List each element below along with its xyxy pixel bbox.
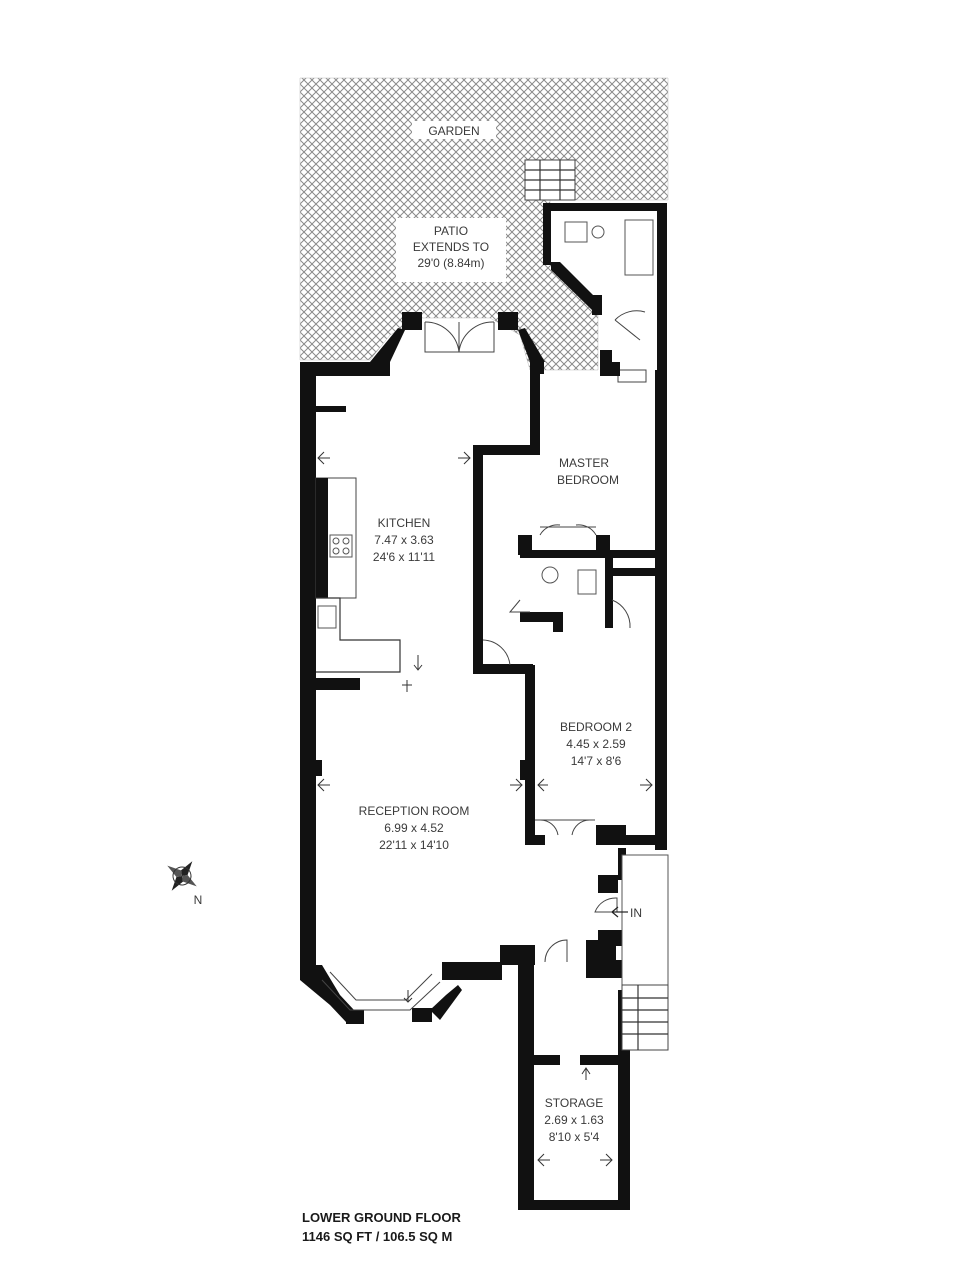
bedroom2-name: BEDROOM 2 [560, 720, 632, 734]
patio-label-line2: EXTENDS TO [413, 240, 489, 254]
dimension-ticks [317, 451, 653, 1167]
kitchen-name: KITCHEN [378, 516, 431, 530]
wardrobe-doors [539, 524, 597, 536]
kitchen-units [315, 406, 401, 673]
room-label-storage: STORAGE 2.69 x 1.63 8'10 x 5'4 [544, 1096, 604, 1144]
patio-label-line3: 29'0 (8.84m) [418, 256, 485, 270]
bedroom2-imperial: 14'7 x 8'6 [571, 754, 622, 768]
bay-window-inner [329, 971, 433, 1001]
reception-metric: 6.99 x 4.52 [384, 821, 444, 835]
floor-area: 1146 SQ FT / 106.5 SQ M [302, 1229, 452, 1244]
rear-bathroom-walls [543, 203, 667, 383]
bedroom2-wardrobe [535, 819, 595, 836]
garden-label: GARDEN [428, 124, 479, 138]
hall-door [594, 897, 618, 913]
storage-metric: 2.69 x 1.63 [544, 1113, 604, 1127]
room-label-bedroom2: BEDROOM 2 4.45 x 2.59 14'7 x 8'6 [560, 720, 632, 768]
ensuite-fixtures [482, 566, 631, 666]
garden-steps [524, 159, 576, 201]
reception-name: RECEPTION ROOM [359, 804, 470, 818]
internal-walls [300, 370, 667, 1210]
storage-imperial: 8'10 x 5'4 [549, 1130, 600, 1144]
room-label-master-bedroom: MASTER BEDROOM [557, 456, 619, 487]
storage-name: STORAGE [545, 1096, 603, 1110]
bay-window [321, 979, 441, 1011]
kitchen-imperial: 24'6 x 11'11 [373, 550, 436, 564]
entrance-marker: IN [611, 906, 642, 920]
master-bedroom-line2: BEDROOM [557, 473, 619, 487]
floor-title: LOWER GROUND FLOOR [302, 1210, 461, 1225]
master-bedroom-line1: MASTER [559, 456, 609, 470]
room-label-kitchen: KITCHEN 7.47 x 3.63 24'6 x 11'11 [373, 516, 436, 564]
reception-imperial: 22'11 x 14'10 [379, 838, 449, 852]
room-label-reception: RECEPTION ROOM 6.99 x 4.52 22'11 x 14'10 [359, 804, 470, 852]
compass-label: N [194, 893, 203, 907]
bedroom2-metric: 4.45 x 2.59 [566, 737, 626, 751]
compass-icon [167, 861, 197, 891]
patio-label-line1: PATIO [434, 224, 468, 238]
kitchen-metric: 7.47 x 3.63 [374, 533, 434, 547]
outer-walls [300, 312, 667, 1024]
entrance-steps [621, 854, 669, 1051]
storage-door [544, 939, 568, 963]
entrance-label: IN [630, 906, 642, 920]
